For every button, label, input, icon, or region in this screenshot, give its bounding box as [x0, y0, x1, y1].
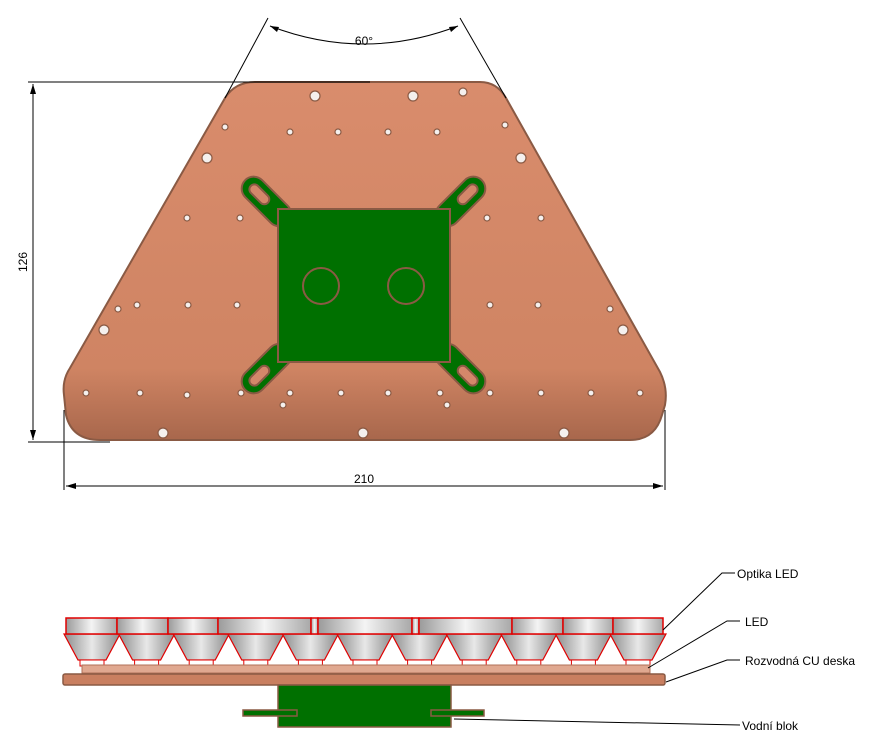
hole [133, 301, 141, 309]
optic-cone [62, 633, 122, 661]
dimension-arrows [30, 26, 663, 489]
optic-lens-top [612, 617, 664, 635]
hole [233, 301, 241, 309]
dimension-lines [28, 17, 666, 490]
hole [184, 301, 192, 309]
hole [183, 214, 191, 222]
hole [286, 389, 294, 397]
hole [221, 123, 229, 131]
hole [636, 389, 644, 397]
hole [183, 391, 191, 399]
hole [201, 152, 213, 164]
hole [443, 401, 451, 409]
hole [537, 389, 545, 397]
optic-lens-top [116, 617, 169, 635]
optic-cone [226, 633, 285, 661]
optic-cone [554, 633, 613, 661]
hole [337, 389, 345, 397]
distribution-board-side [62, 673, 666, 686]
hole [82, 389, 90, 397]
hole [136, 389, 144, 397]
water-block-body [277, 208, 451, 363]
hole [458, 87, 468, 97]
optic-cone [499, 633, 558, 661]
width-dimension: 210 [354, 472, 374, 486]
water-port [387, 267, 425, 305]
optic-cone [172, 633, 231, 661]
mounting-holes [82, 87, 644, 439]
hole [606, 305, 614, 313]
hole [279, 401, 287, 409]
hole [433, 128, 441, 136]
hole [114, 305, 122, 313]
water-port [302, 267, 340, 305]
optic-lens-top [310, 617, 319, 635]
label-board: Rozvodná CU deska [745, 654, 855, 668]
height-dimension: 126 [16, 252, 30, 272]
optic-lens-top [511, 617, 564, 635]
optic-lens-top [418, 617, 513, 635]
optic-lens-top [562, 617, 614, 635]
hole [357, 427, 369, 439]
optic-cone [335, 633, 395, 661]
hole [237, 389, 245, 397]
led-strip [81, 664, 651, 674]
hole [483, 214, 491, 222]
optic-cone [445, 633, 504, 661]
hole [515, 152, 527, 164]
optic-cone [281, 633, 340, 661]
hole [486, 301, 494, 309]
optic-lens-top [167, 617, 219, 635]
optic-lens-top [65, 617, 118, 635]
water-block-tab-right [430, 709, 485, 717]
hole [617, 324, 629, 336]
water-block-side [277, 684, 452, 728]
optic-lens-top [217, 617, 312, 635]
hole [286, 128, 294, 136]
label-optics: Optika LED [737, 567, 799, 581]
hole [407, 90, 419, 102]
hole [537, 214, 545, 222]
hole [501, 121, 509, 129]
angle-dimension: 60° [355, 34, 373, 48]
hole [334, 128, 342, 136]
hole [384, 389, 392, 397]
hole [558, 427, 570, 439]
led-optics-cones [62, 633, 668, 667]
label-led: LED [745, 615, 769, 629]
water-block-tab-left [242, 709, 298, 717]
label-water-block: Vodní blok [742, 719, 799, 733]
hole [587, 389, 595, 397]
optic-lens-top [411, 617, 420, 635]
hole [534, 301, 542, 309]
hole [486, 389, 494, 397]
optic-cone [390, 633, 449, 661]
hole [436, 389, 444, 397]
hole [309, 90, 321, 102]
hole [157, 427, 169, 439]
optic-cone [117, 633, 176, 661]
hole [236, 214, 244, 222]
water-block-top-view [240, 175, 487, 395]
optic-lens-top [317, 617, 413, 635]
optic-cone [608, 633, 668, 661]
led-optics-tops [65, 617, 664, 635]
leader-lines [453, 572, 741, 726]
hole [384, 128, 392, 136]
hole [98, 324, 110, 336]
